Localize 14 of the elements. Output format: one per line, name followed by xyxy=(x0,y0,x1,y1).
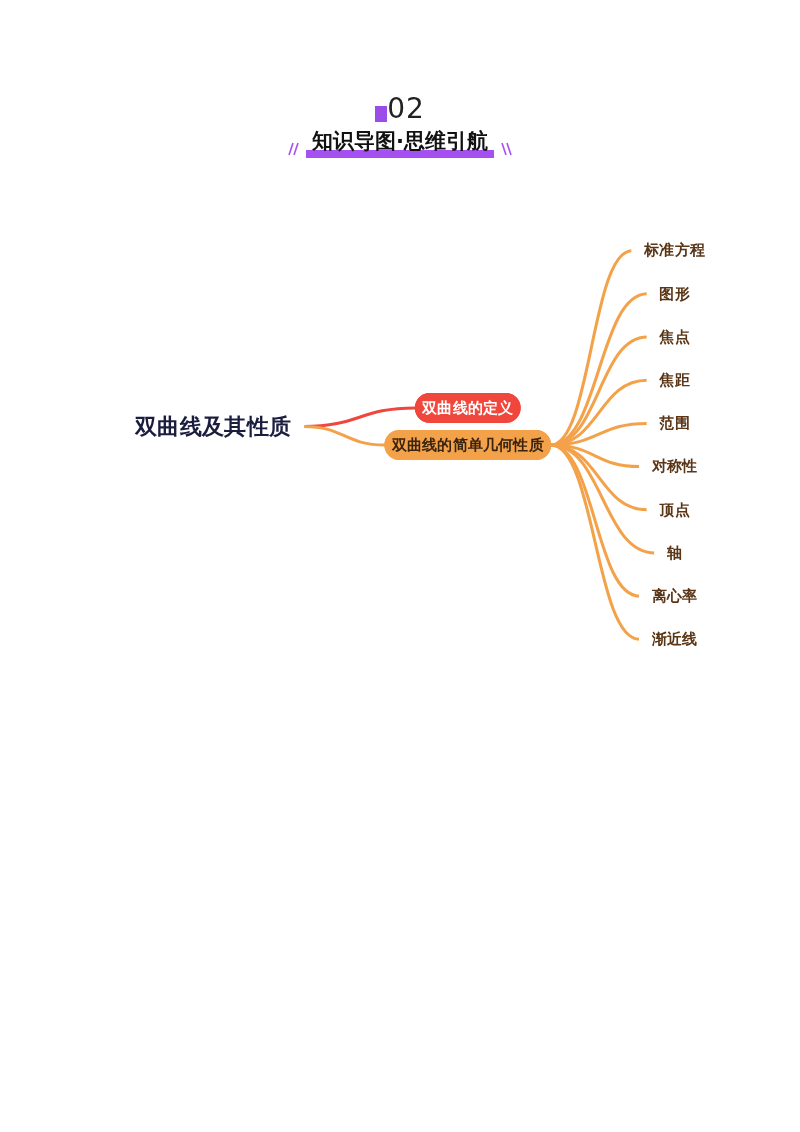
node-text: 离心率 xyxy=(651,586,698,606)
section-number: 02 xyxy=(387,92,425,126)
connector xyxy=(303,424,385,447)
node-text: 轴 xyxy=(666,543,683,562)
node-text: 双曲线及其性质 xyxy=(134,413,292,440)
node-text: 焦距 xyxy=(659,370,690,390)
node-text: 顶点 xyxy=(659,500,690,519)
node-text: 图形 xyxy=(659,284,690,303)
title: 知识导图·思维引航 xyxy=(306,128,494,158)
node-text: 渐近线 xyxy=(651,629,698,649)
node-text: 标准方程 xyxy=(644,241,706,260)
node-text: 焦点 xyxy=(659,327,690,346)
node-text: 对称性 xyxy=(651,457,698,476)
node-text: 范围 xyxy=(659,414,690,433)
